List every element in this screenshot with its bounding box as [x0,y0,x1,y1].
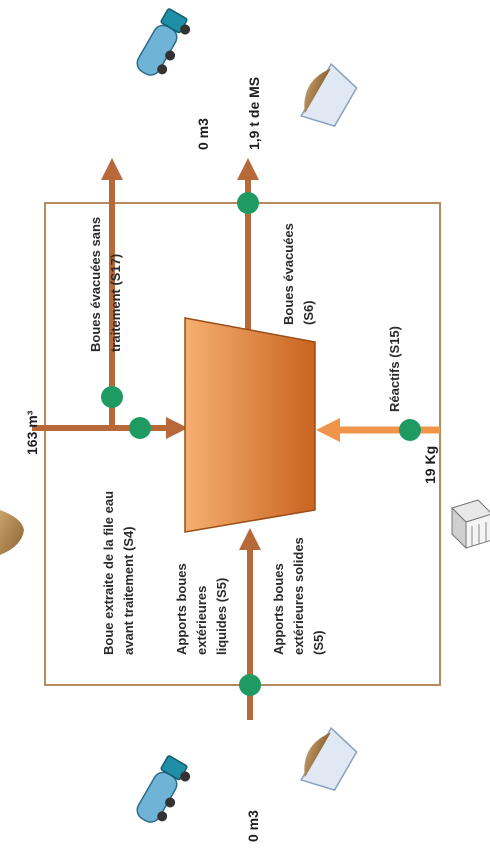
value-s5: 0 m3 [245,810,261,842]
value-s4: 163 m³ [24,410,40,455]
flow-arrow-s15 [316,418,440,442]
tanker-truck-icon [136,755,191,823]
label-s4: Boue extraite de la file eau avant trait… [101,487,136,655]
value-s15: 19 Kg [422,446,438,484]
node-s6 [237,192,259,214]
sludge-heap-icon [0,510,24,555]
value-s17: 0 m3 [195,118,211,150]
flow-arrow-s6 [237,158,259,345]
label-s15: Réactifs (S15) [387,326,402,412]
node-s5 [239,674,261,696]
sludge-dumpster-icon [300,726,358,791]
node-s17 [101,386,123,408]
label-s17: Boues évacuées sans traitement (S17) [88,213,123,352]
label-s5-liquid: Apports boues extérieures liquides (S5) [174,560,229,655]
node-s15 [399,419,421,441]
sludge-dumpster-icon [300,62,358,127]
label-s6: Boues évacuées (S6) [281,219,316,325]
sludge-treatment-process [184,317,316,533]
value-s6: 1,9 t de MS [246,77,262,150]
reagent-container-icon [451,499,490,550]
node-s4 [129,417,151,439]
tanker-truck-icon [136,8,191,76]
label-s5-solid: Apports boues extérieures solides (S5) [271,534,326,655]
